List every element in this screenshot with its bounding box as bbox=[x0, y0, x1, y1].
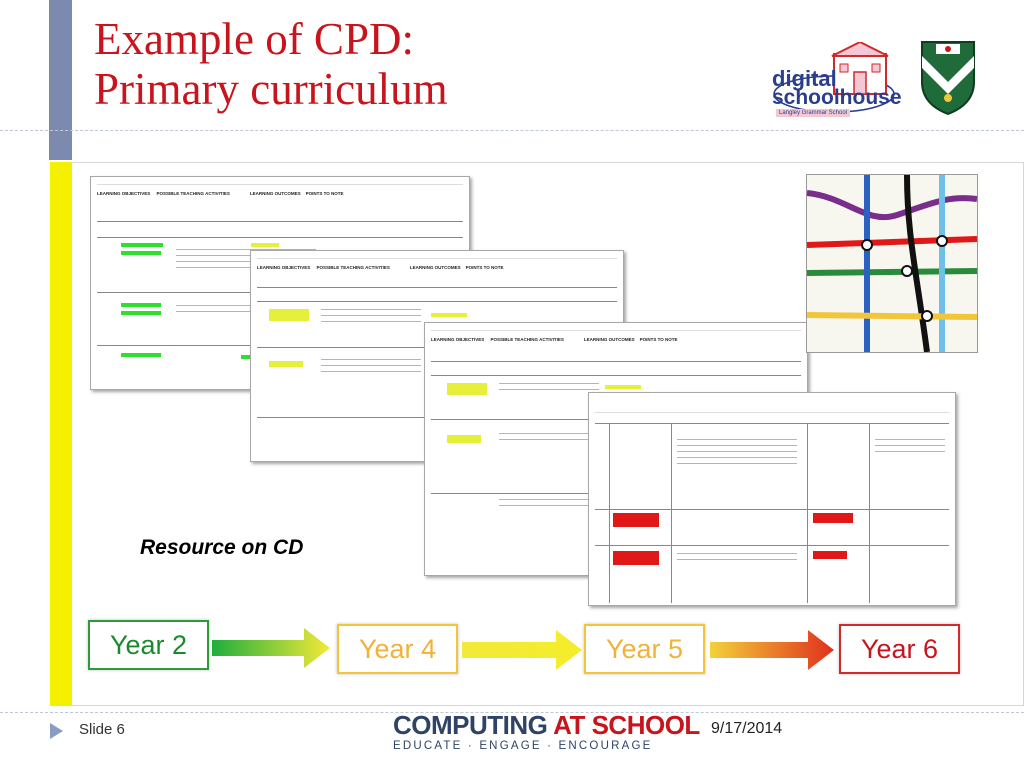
slide-title-line2: Primary curriculum bbox=[94, 64, 448, 114]
year-2-box: Year 2 bbox=[88, 620, 209, 670]
year-2-label: Year 2 bbox=[109, 629, 188, 660]
year-6-box: Year 6 bbox=[839, 624, 960, 674]
arrow-right-icon bbox=[212, 628, 330, 668]
school-crest-icon bbox=[921, 41, 975, 116]
year-5-label: Year 5 bbox=[605, 633, 684, 664]
chevron-right-icon bbox=[50, 723, 63, 739]
dsh-logo-sub: Langley Grammar School bbox=[776, 109, 851, 117]
arrow-right-icon bbox=[710, 630, 834, 670]
yellow-side-bar bbox=[50, 162, 72, 706]
computing-at-school-logo: COMPUTING AT SCHOOL bbox=[393, 711, 700, 739]
year-5-box: Year 5 bbox=[584, 624, 705, 674]
digital-schoolhouse-logo: digital schoolhouse Langley Grammar Scho… bbox=[772, 42, 912, 122]
arrow-right-icon bbox=[462, 630, 582, 670]
header-divider bbox=[0, 130, 1024, 131]
year-4-label: Year 4 bbox=[358, 633, 437, 664]
cas-tagline: EDUCATE · ENGAGE · ENCOURAGE bbox=[393, 740, 653, 752]
cas-logo-part2: AT SCHOOL bbox=[553, 710, 700, 740]
slide-date: 9/17/2014 bbox=[711, 720, 783, 737]
resource-caption: Resource on CD bbox=[140, 536, 304, 559]
footer-divider bbox=[0, 712, 1024, 713]
year-4-box: Year 4 bbox=[337, 624, 458, 674]
accent-bar bbox=[49, 0, 72, 160]
slide-title: Example of CPD: Primary curriculum bbox=[94, 14, 448, 114]
dsh-logo-line2: schoolhouse bbox=[772, 86, 902, 109]
schoolhouse-logo-icon bbox=[773, 42, 895, 113]
slide-title-line1: Example of CPD: bbox=[94, 14, 414, 64]
document-thumbnail-4 bbox=[588, 392, 956, 606]
dsh-logo-line1: digital bbox=[772, 66, 837, 91]
year-6-label: Year 6 bbox=[860, 633, 939, 664]
tube-map-image bbox=[806, 174, 978, 353]
cas-logo-part1: COMPUTING bbox=[393, 710, 554, 740]
slide-number: Slide 6 bbox=[79, 721, 125, 738]
